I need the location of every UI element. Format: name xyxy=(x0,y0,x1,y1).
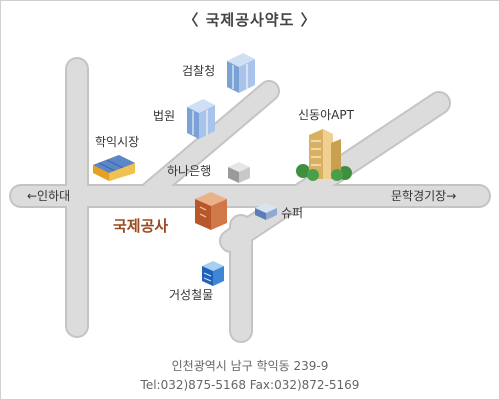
bank-label: 하나은행 xyxy=(167,164,212,178)
office-tower-icon xyxy=(227,53,255,93)
east-direction-label: 문학경기장→ xyxy=(391,189,457,203)
market-label: 학익시장 xyxy=(95,135,140,149)
contact-line: Tel:032)875-5168 Fax:032)872-5169 xyxy=(140,378,360,392)
court-label: 법원 xyxy=(153,109,176,123)
store-building-icon xyxy=(202,261,224,286)
diagonal-road-north xyxy=(142,82,278,200)
bank-building-icon xyxy=(228,162,250,183)
shop-building-icon xyxy=(255,203,277,220)
map-title: 〈 국제공사약도 〉 xyxy=(183,11,317,29)
supermarket-label: 슈퍼 xyxy=(281,206,304,220)
office-tower-icon xyxy=(187,99,215,139)
west-direction-label: ←인하대 xyxy=(27,189,71,203)
market-roof-icon xyxy=(93,155,135,181)
address-line: 인천광역시 남구 학익동 239-9 xyxy=(171,359,329,373)
apartment-label: 신동아APT xyxy=(298,108,354,122)
hardware-label: 거성철물 xyxy=(169,288,214,302)
prosecutor-label: 검찰청 xyxy=(182,64,216,78)
brick-building-icon xyxy=(195,192,227,230)
company-label: 국제공사 xyxy=(113,217,169,235)
apartment-complex-icon xyxy=(296,129,352,181)
